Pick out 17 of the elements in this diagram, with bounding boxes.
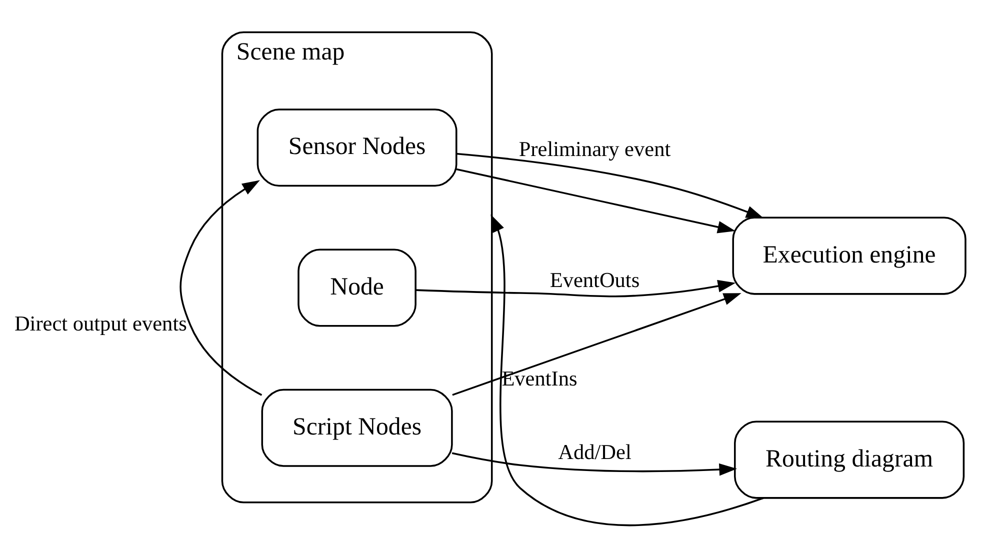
- node-box: Routing diagram: [734, 420, 965, 499]
- arrow: [180, 180, 262, 396]
- edge-label: EventIns: [502, 366, 578, 391]
- edge-label: EventOuts: [550, 268, 640, 292]
- arrow: [490, 214, 764, 526]
- node-box: Sensor Nodes: [256, 108, 458, 187]
- arrow: [416, 280, 736, 298]
- arrow: [456, 168, 736, 234]
- arrow: [456, 152, 764, 218]
- edge-label: Preliminary event: [518, 136, 671, 161]
- edge-label: Direct output events: [14, 311, 187, 336]
- node-box: Execution engine: [732, 216, 966, 295]
- arrow: [452, 293, 742, 396]
- node-box: Script Nodes: [261, 388, 453, 467]
- arrow: [452, 452, 738, 476]
- edge-label: Add/Del: [558, 440, 632, 464]
- node-box: Node: [298, 248, 416, 327]
